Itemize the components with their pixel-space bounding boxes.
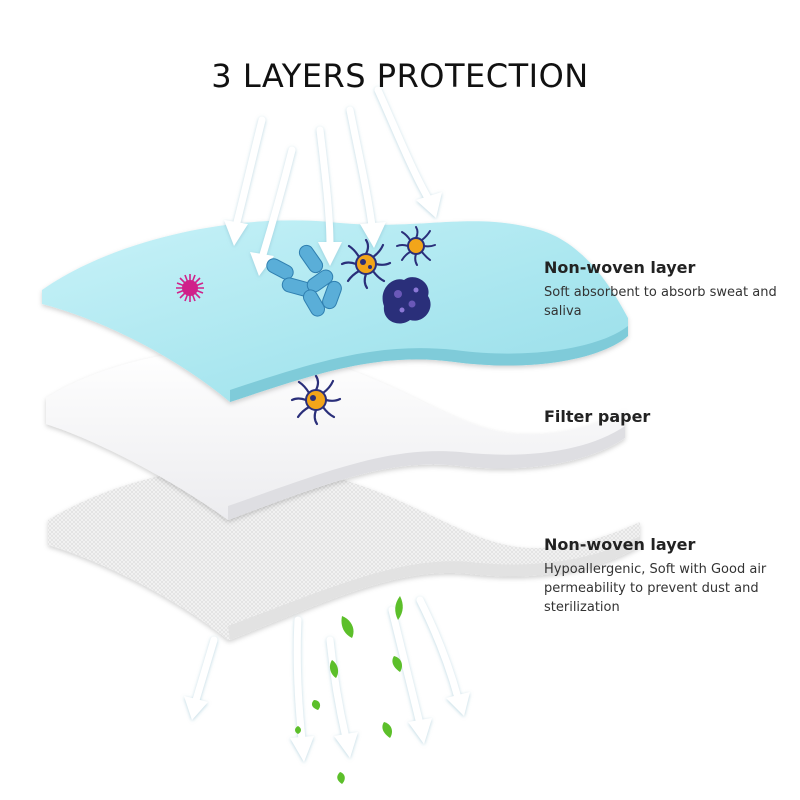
leaf-icon <box>341 616 354 638</box>
leaf-icon <box>382 722 392 738</box>
arrow-icon <box>224 116 266 246</box>
leaf-icon <box>395 596 403 620</box>
layer-middle-filter-paper <box>46 348 625 520</box>
layer-description: Hypoallergenic, Soft with Good air perme… <box>544 562 767 615</box>
leaf-icon <box>329 660 339 678</box>
arrow-icon <box>184 636 218 720</box>
leaf-icon <box>392 656 402 672</box>
layer-name: Non-woven layer <box>544 258 696 277</box>
bacteria-icon <box>266 244 342 317</box>
leaf-icon <box>337 772 345 784</box>
leaves <box>295 596 403 784</box>
layer-top-nonwoven <box>42 220 628 402</box>
arrow-icon <box>416 596 470 716</box>
page-title: 3 LAYERS PROTECTION <box>211 57 589 96</box>
arrow-icon <box>326 636 358 758</box>
arrow-icon <box>250 146 296 276</box>
layer-description: Soft absorbent to absorb sweat and saliv… <box>544 285 777 319</box>
layer-label-middle: Filter paper <box>544 407 650 432</box>
leaf-icon <box>311 700 321 710</box>
germ-icon <box>382 277 431 324</box>
layer-name: Non-woven layer <box>544 535 696 554</box>
incoming-air-arrows <box>224 86 442 276</box>
arrow-icon <box>290 616 314 762</box>
layer-label-inner: Non-woven layer Hypoallergenic, Soft wit… <box>544 535 784 617</box>
layer-label-outer: Non-woven layer Soft absorbent to absorb… <box>544 258 784 321</box>
arrow-icon <box>374 86 442 218</box>
outgoing-air-arrows <box>184 596 470 762</box>
virus-icon <box>396 226 436 266</box>
arrow-icon <box>346 106 386 248</box>
germ-icon <box>176 274 204 302</box>
arrow-icon <box>388 606 432 744</box>
layer-bottom-nonwoven <box>48 465 640 640</box>
arrow-icon <box>316 126 342 266</box>
layer-name: Filter paper <box>544 407 651 426</box>
virus-icon <box>340 238 392 290</box>
virus-icon <box>290 374 342 426</box>
leaf-icon <box>295 726 301 734</box>
